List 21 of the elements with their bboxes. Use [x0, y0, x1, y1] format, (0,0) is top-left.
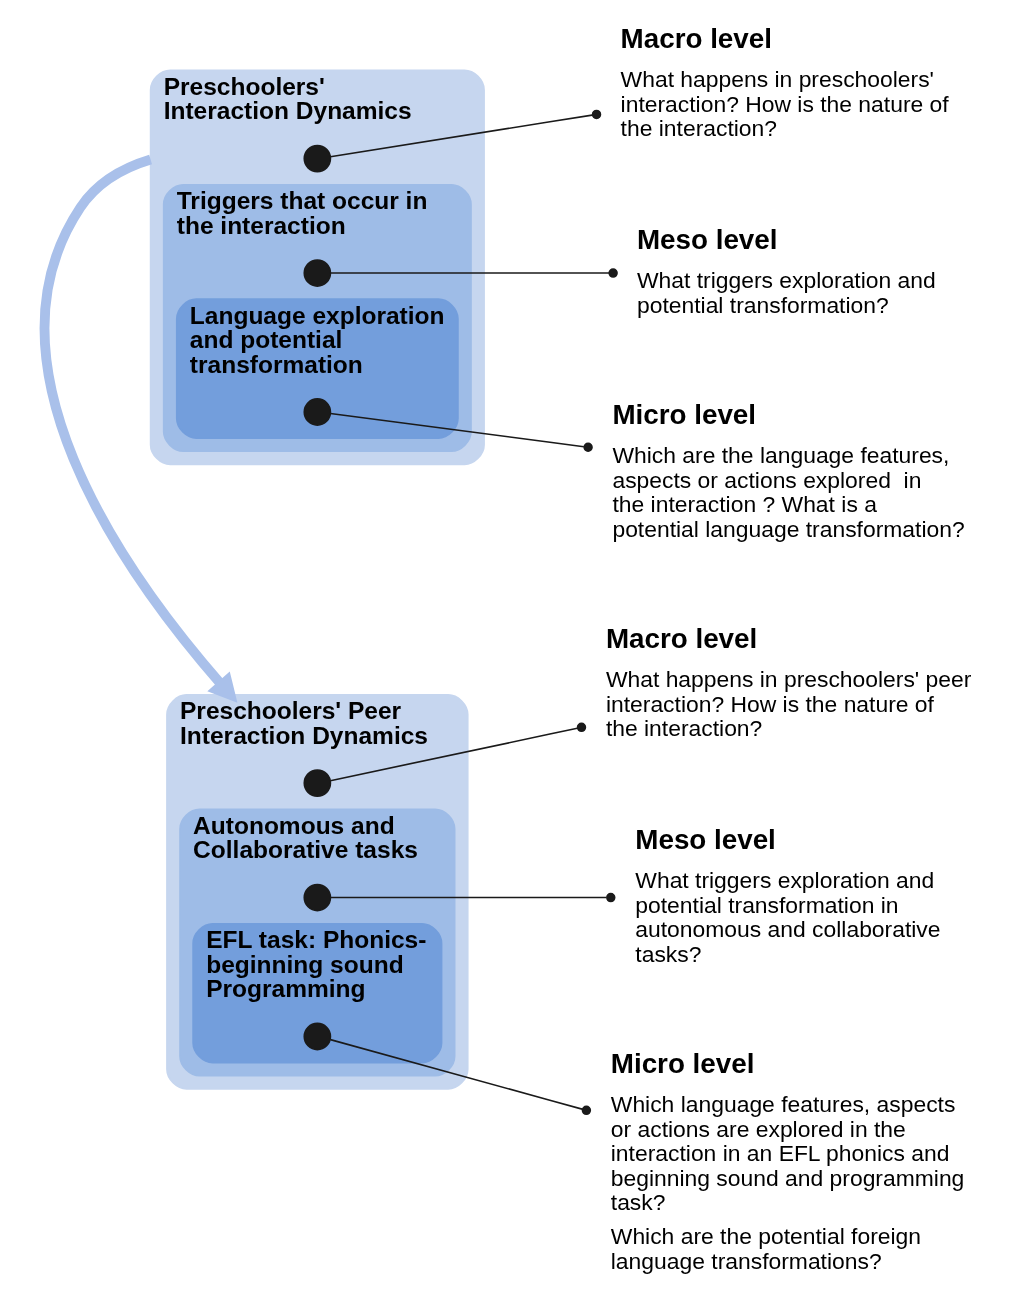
connector	[330, 892, 616, 903]
arrow	[39, 154, 238, 703]
node-circle	[303, 259, 332, 287]
connector	[330, 268, 618, 278]
node-circle	[303, 769, 332, 797]
cluster: EFL task: Phonics- beginning sound Programming	[192, 922, 443, 1064]
node-circle	[303, 1022, 332, 1051]
node-text: Meso level What triggers exploration and potential transformation in autonomous and collaborative tasks?	[635, 824, 941, 967]
node-text: Macro level What happens in preschoolers' peer interaction? How is the nature of the interaction?	[605, 623, 972, 742]
node-text: Micro level Which language features, aspects or actions are explored in the interaction in an EFL phonics and beginning sound and programming task? Which are the potential foreign language transformations?	[610, 1048, 965, 1274]
node-text: Meso level What triggers exploration and potential transformation?	[636, 224, 936, 318]
node-text: Macro level What happens in preschoolers' interaction? How is the nature of the interaction?	[620, 23, 949, 142]
connector	[329, 722, 587, 782]
node-circle	[303, 398, 332, 426]
cluster: Language exploration and potential transformation	[175, 298, 459, 439]
node-text: Micro level Which are the language features, aspects or actions explored in the interaction ? What is a potential language transformation?	[612, 399, 965, 542]
connector	[329, 1038, 592, 1116]
connector	[329, 109, 602, 158]
connector	[329, 412, 593, 452]
node-circle	[303, 883, 332, 912]
node-circle	[303, 144, 332, 173]
